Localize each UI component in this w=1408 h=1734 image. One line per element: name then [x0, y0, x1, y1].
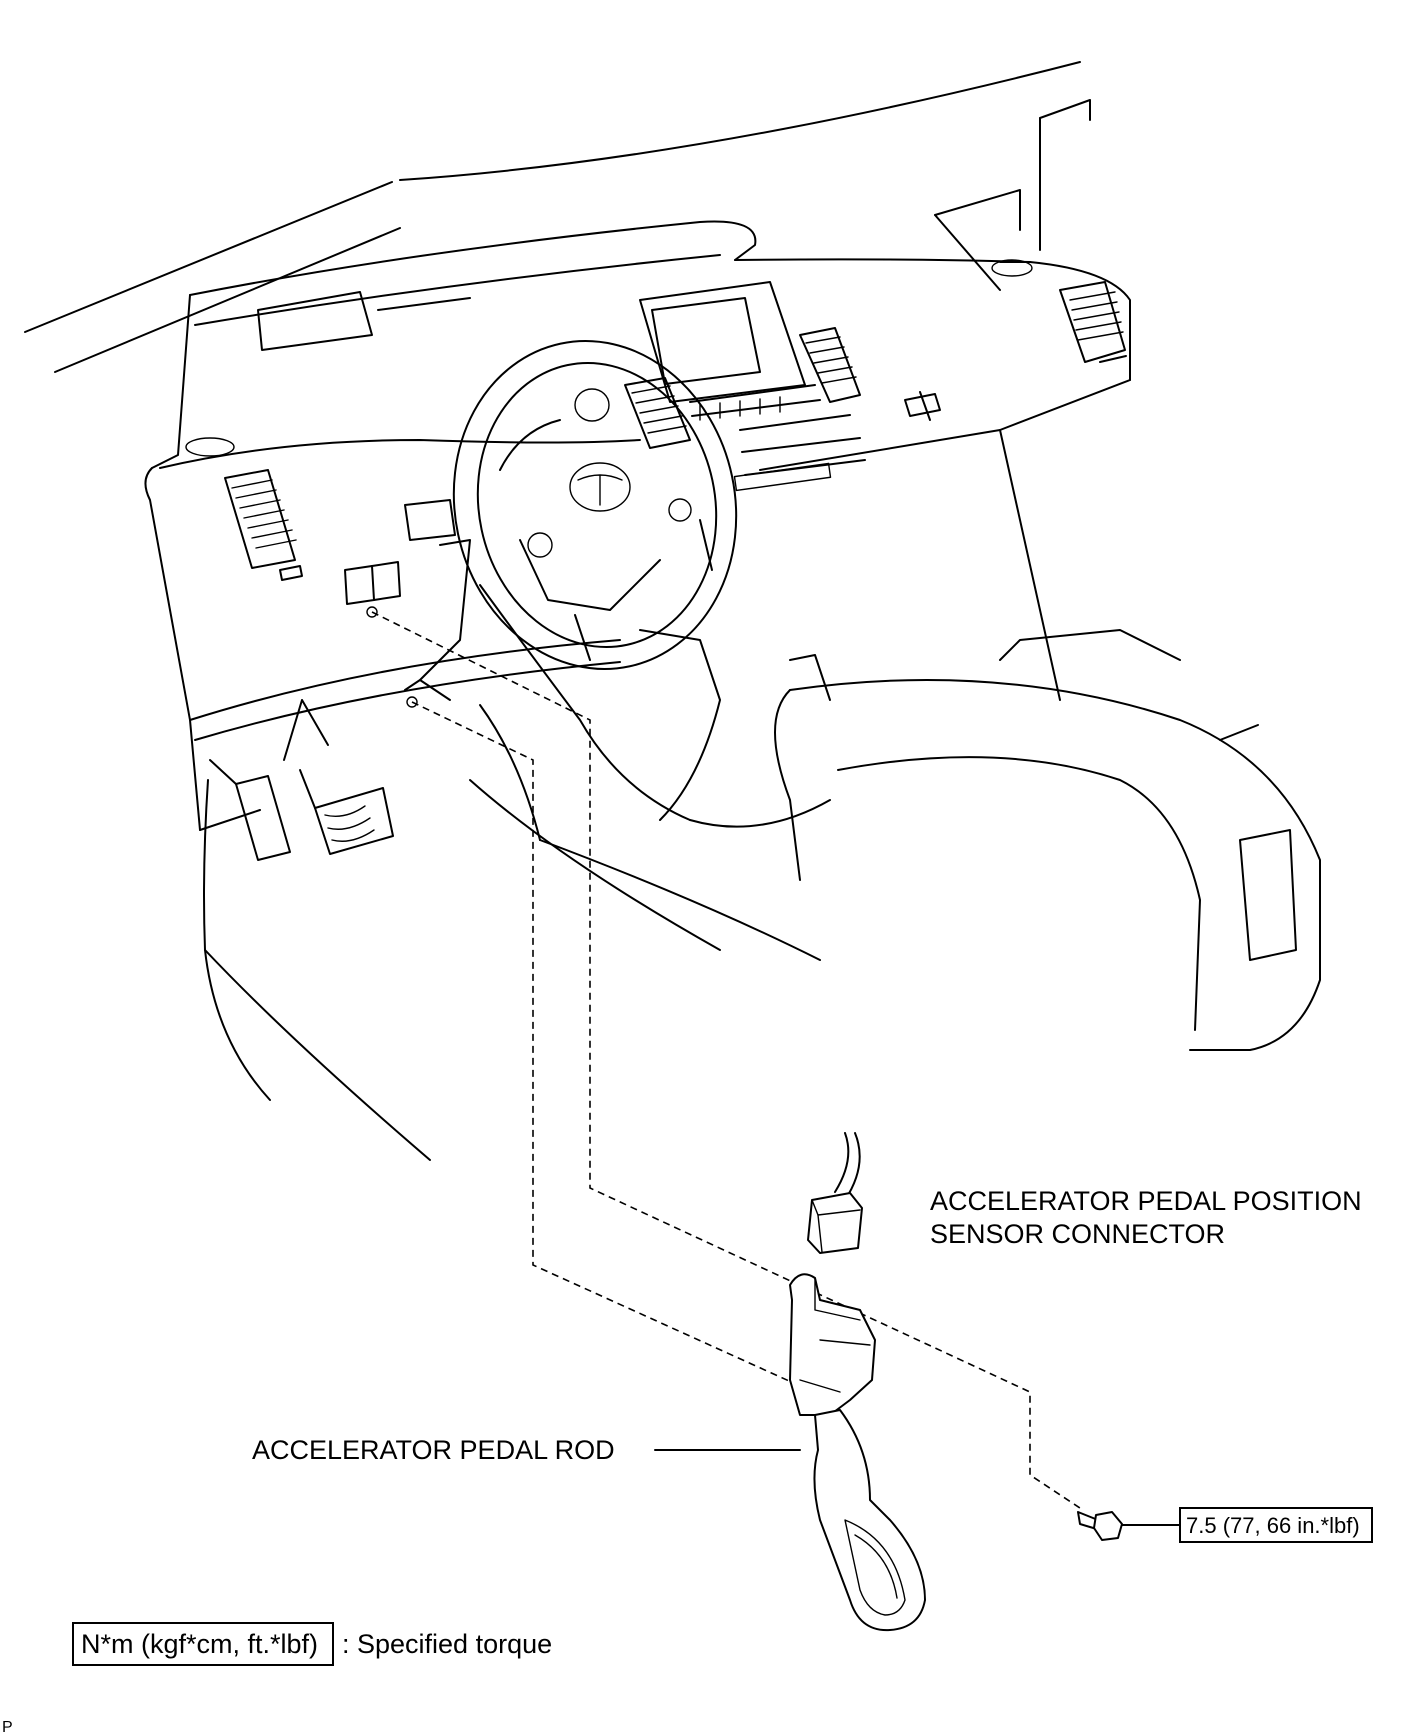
torque-value-label: 7.5 (77, 66 in.*lbf) — [1186, 1513, 1360, 1538]
legend-box — [72, 1622, 334, 1666]
dashboard-illustration — [24, 61, 1321, 1161]
connector-label-line1: ACCELERATOR PEDAL POSITION — [930, 1186, 1362, 1216]
label-leaders — [654, 1449, 1181, 1526]
legend-box-label: N*m (kgf*cm, ft.*lbf) — [81, 1629, 318, 1659]
installation-leader-lines — [371, 611, 1084, 1511]
corner-code: P — [2, 1719, 13, 1734]
legend-description: : Specified torque — [342, 1629, 552, 1659]
connector-label-line2: SENSOR CONNECTOR — [930, 1219, 1225, 1249]
accelerator-pedal-rod-part — [789, 1273, 926, 1632]
sensor-connector-part — [807, 1132, 863, 1254]
pedal-rod-label: ACCELERATOR PEDAL ROD — [252, 1435, 615, 1465]
bolt-part — [1077, 1511, 1123, 1541]
torque-value-box — [1179, 1507, 1373, 1543]
